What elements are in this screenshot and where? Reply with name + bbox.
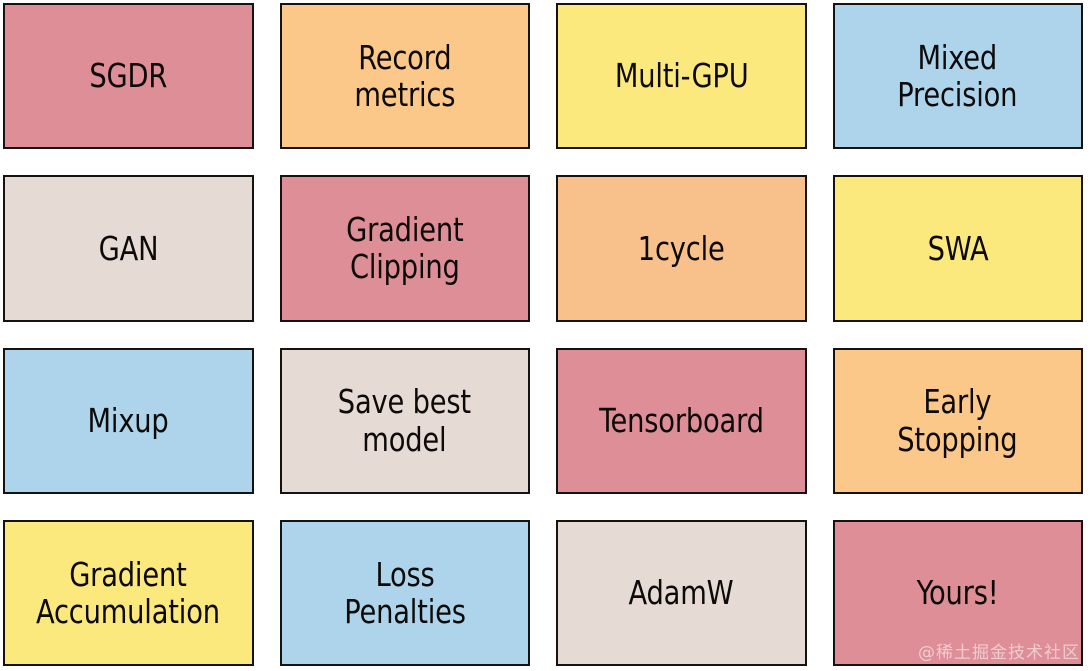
technique-tile-label: Tensorboard: [598, 400, 764, 440]
technique-tile[interactable]: Mixed Precision: [832, 3, 1083, 150]
technique-tile-label: Save best model: [338, 382, 472, 459]
technique-tile[interactable]: Yours!: [832, 519, 1083, 666]
technique-tile[interactable]: Save best model: [279, 347, 530, 494]
technique-tile-label: Yours!: [916, 573, 999, 613]
technique-tile[interactable]: GAN: [3, 175, 254, 322]
technique-tile-label: Mixed Precision: [897, 37, 1018, 115]
technique-tile[interactable]: SWA: [832, 175, 1083, 322]
technique-tile[interactable]: Early Stopping: [832, 347, 1083, 494]
technique-tile-label: AdamW: [628, 573, 734, 613]
technique-tile-label: SGDR: [89, 56, 168, 96]
technique-tile[interactable]: SGDR: [3, 3, 254, 150]
technique-tile[interactable]: Record metrics: [279, 3, 530, 150]
technique-tile[interactable]: 1cycle: [556, 175, 807, 322]
technique-tile[interactable]: Gradient Clipping: [279, 175, 530, 322]
technique-tile[interactable]: Gradient Accumulation: [3, 519, 254, 666]
technique-tile-label: Loss Penalties: [343, 554, 466, 631]
technique-tile[interactable]: AdamW: [556, 519, 807, 666]
technique-tile-label: GAN: [98, 228, 159, 268]
technique-tile-label: Gradient Clipping: [346, 210, 464, 287]
technique-tile-label: Mixup: [87, 400, 169, 440]
technique-tile[interactable]: Tensorboard: [556, 347, 807, 494]
technique-tile-label: Gradient Accumulation: [36, 554, 221, 631]
technique-tile[interactable]: Mixup: [3, 347, 254, 494]
tile-grid: SGDR Record metrics Multi-GPU Mixed Precisi…: [3, 3, 1083, 666]
technique-tile-label: Multi-GPU: [614, 56, 749, 96]
technique-tile-label: Record metrics: [354, 37, 456, 115]
technique-tile-label: 1cycle: [637, 228, 725, 268]
technique-tile[interactable]: Loss Penalties: [279, 519, 530, 666]
technique-tile[interactable]: Multi-GPU: [556, 3, 807, 150]
technique-tile-label: Early Stopping: [897, 382, 1018, 459]
technique-tile-label: SWA: [927, 228, 989, 268]
